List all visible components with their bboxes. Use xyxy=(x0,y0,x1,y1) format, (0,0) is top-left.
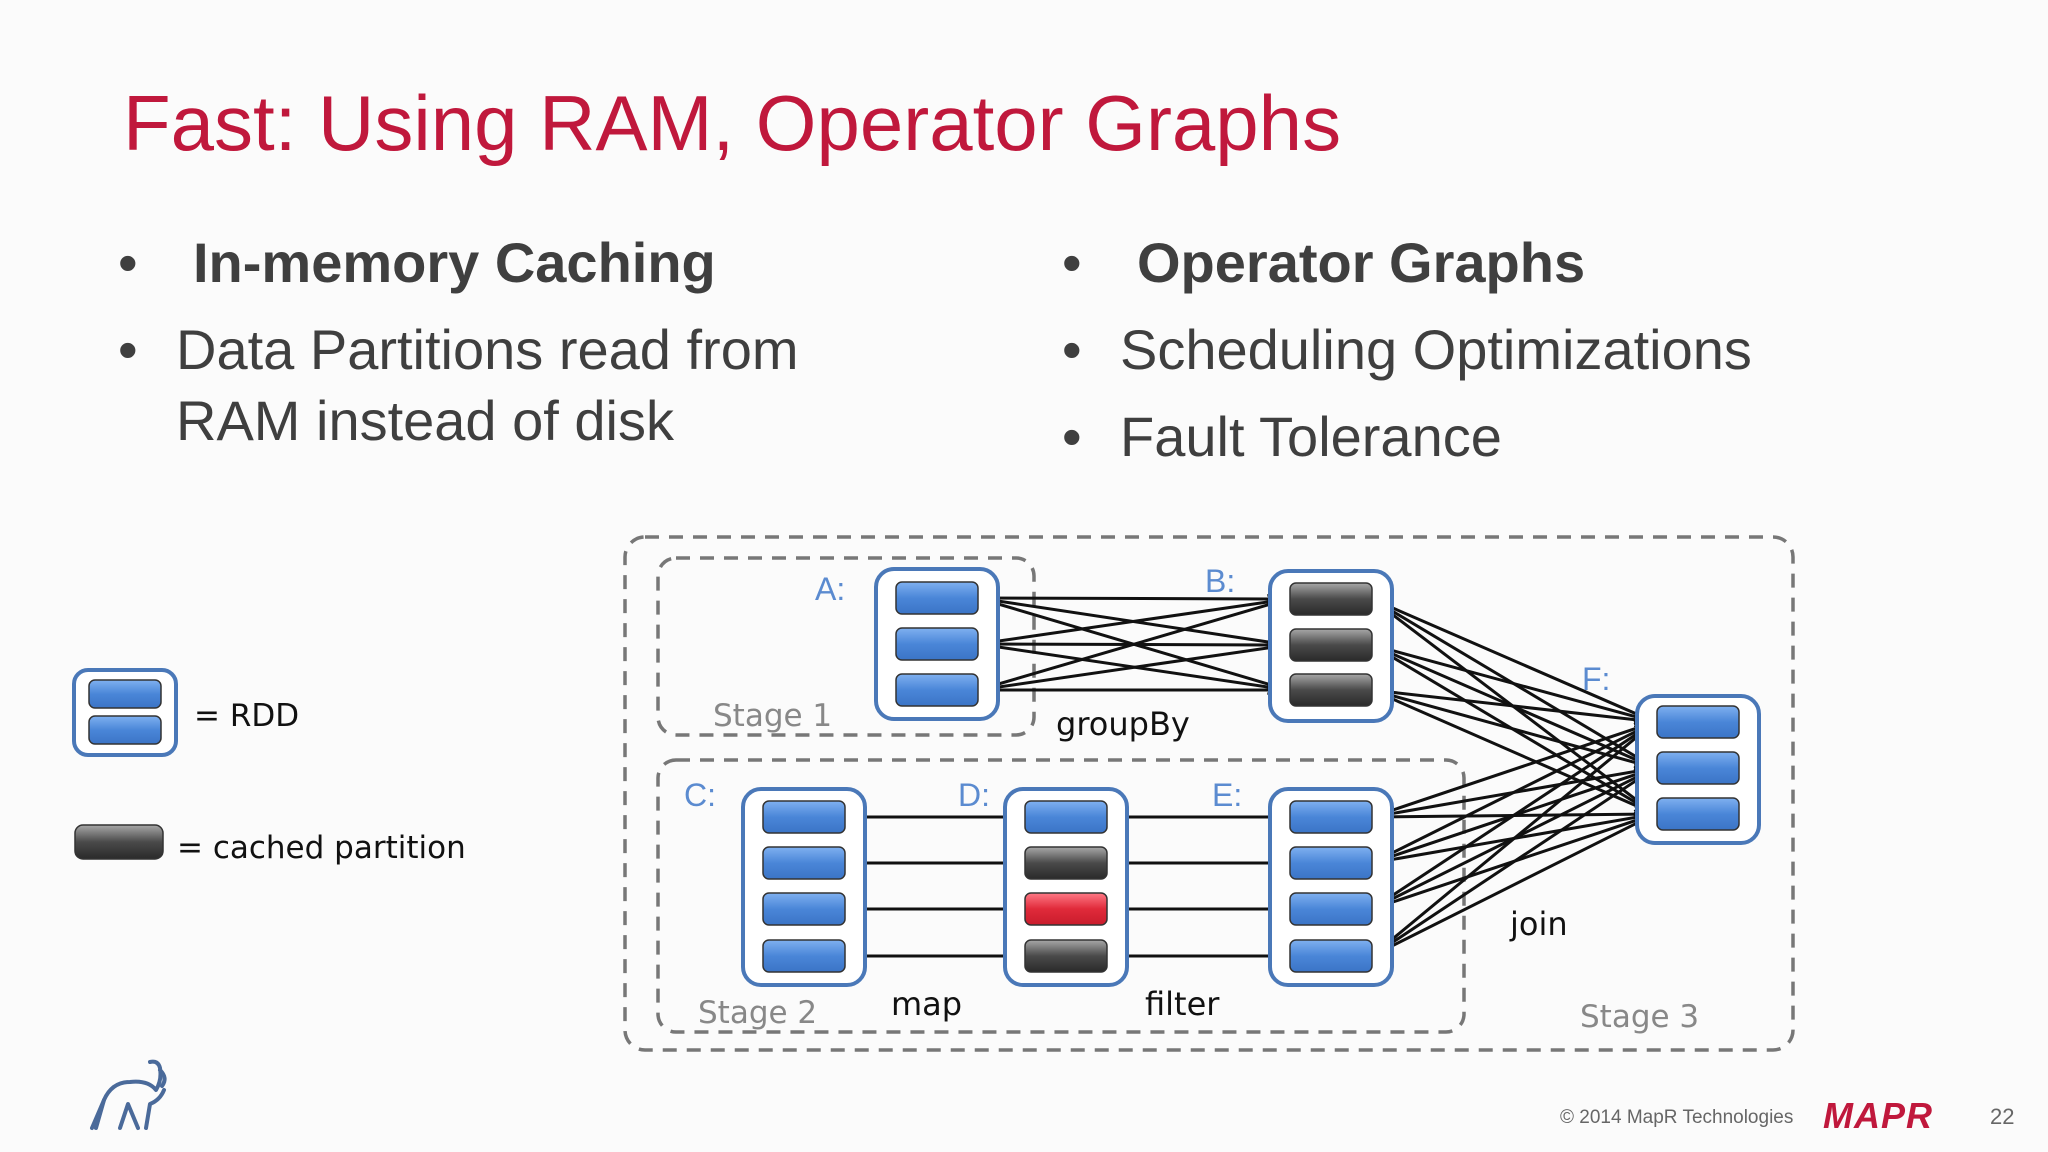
partition xyxy=(762,892,846,926)
partition xyxy=(1289,846,1373,880)
left-bullet-list: • In-memory Caching • Data Partitions re… xyxy=(118,230,798,453)
stage2-label: Stage 2 xyxy=(698,995,817,1031)
dependency-arrow xyxy=(977,591,1291,646)
lost-partition xyxy=(1024,892,1108,926)
cached-partition xyxy=(1289,628,1373,662)
rdd-border xyxy=(1003,787,1129,987)
slide-title: Fast: Using RAM, Operator Graphs xyxy=(123,79,1342,167)
stage1-label: Stage 1 xyxy=(713,698,832,734)
op-label-groupby: groupBy xyxy=(1056,705,1190,743)
legend-partition xyxy=(88,715,162,745)
op-label-filter: filter xyxy=(1145,985,1220,1023)
bullet-item: • In-memory Caching xyxy=(118,231,716,294)
dependency-arrow xyxy=(1371,766,1657,958)
rdd-label-e: E: xyxy=(1212,777,1242,813)
legend-rdd-label: = RDD xyxy=(194,698,299,734)
brand-logo: MAPR xyxy=(1823,1095,1933,1136)
cached-partition xyxy=(1289,582,1373,616)
dependency-arrow xyxy=(1371,812,1657,958)
op-label-join: join xyxy=(1509,905,1568,943)
cached-partition xyxy=(1024,846,1108,880)
bullet-text-continued: RAM instead of disk xyxy=(176,389,674,452)
legend-cached-label: = cached partition xyxy=(177,830,466,866)
partition xyxy=(1024,800,1108,834)
cached-partition xyxy=(1289,673,1373,707)
dependency-edges xyxy=(845,588,1658,967)
bullet-item: • Scheduling Optimizations xyxy=(1062,318,1752,381)
dependency-arrow xyxy=(1371,720,1657,865)
partition xyxy=(1289,892,1373,926)
dependency-arrow xyxy=(1371,688,1658,731)
bullet-text: Data Partitions read from xyxy=(176,318,799,381)
legend xyxy=(72,668,178,860)
copyright-text: © 2014 MapR Technologies xyxy=(1560,1107,1794,1128)
dependency-arrow xyxy=(1371,720,1657,911)
cached-partition xyxy=(1024,939,1108,973)
bullet-item: • Operator Graphs xyxy=(1062,231,1586,294)
rdd-f xyxy=(1635,694,1761,845)
bullet-heading: In-memory Caching xyxy=(193,231,716,294)
rdd-label-c: C: xyxy=(684,777,716,813)
rdd-c xyxy=(741,787,867,987)
dependency-arrow xyxy=(977,637,1291,692)
stage3-boundary xyxy=(623,535,1795,1052)
dependency-arrow xyxy=(1371,597,1657,725)
dependency-arrow xyxy=(1371,643,1658,728)
dependency-arrow xyxy=(977,594,1291,692)
rdd-nodes xyxy=(741,567,1761,987)
partition xyxy=(762,800,846,834)
partition xyxy=(762,846,846,880)
partition xyxy=(895,581,979,615)
rdd-b xyxy=(1268,569,1394,723)
page-number: 22 xyxy=(1990,1104,2015,1129)
rdd-d xyxy=(1003,787,1129,987)
rdd-a xyxy=(874,567,1000,721)
rdd-label-b: B: xyxy=(1205,563,1235,599)
elephant-logo-icon xyxy=(90,1059,167,1130)
bullet-heading: Operator Graphs xyxy=(1137,231,1586,294)
bullet-item: • Data Partitions read from xyxy=(118,318,799,381)
rdd-label-a: A: xyxy=(815,571,845,607)
rdd-border xyxy=(1268,787,1394,987)
rdd-border xyxy=(741,787,867,987)
partition xyxy=(1289,939,1373,973)
partition xyxy=(1656,751,1740,785)
partition xyxy=(1656,705,1740,739)
dependency-arrow xyxy=(1371,688,1657,817)
partition xyxy=(762,939,846,973)
partition xyxy=(1656,797,1740,831)
partition xyxy=(895,673,979,707)
rdd-e xyxy=(1268,787,1394,987)
stage1-boundary xyxy=(656,556,1036,737)
bullet-item: • Fault Tolerance xyxy=(1062,405,1502,468)
bullet-text: Fault Tolerance xyxy=(1120,405,1502,468)
legend-partition xyxy=(88,679,162,709)
rdd-label-d: D: xyxy=(958,777,990,813)
dependency-arrow xyxy=(977,588,1291,610)
bullet-text: Scheduling Optimizations xyxy=(1120,318,1752,381)
legend-cached-partition-icon xyxy=(74,824,164,860)
dependency-arrow xyxy=(1371,720,1657,958)
partition xyxy=(895,627,979,661)
rdd-label-f: F: xyxy=(1582,661,1610,697)
partition xyxy=(1289,800,1373,834)
stage3-label: Stage 3 xyxy=(1580,999,1699,1035)
dependency-arrow xyxy=(1371,688,1658,774)
right-bullet-list: • Operator Graphs • Scheduling Optimizat… xyxy=(1062,230,1752,469)
op-label-map: map xyxy=(891,985,962,1023)
dependency-arrow xyxy=(1371,718,1657,819)
